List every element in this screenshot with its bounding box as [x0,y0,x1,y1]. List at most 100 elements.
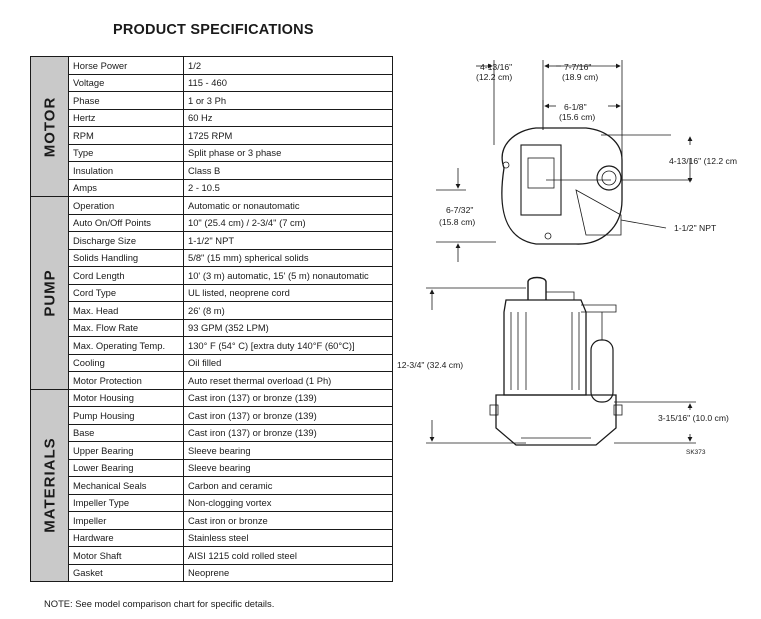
pump-dimension-drawing: 4-13/16" (12.2 cm) 7-7/16" (18.9 cm) 6-1… [397,60,737,456]
spec-label: Cord Type [68,283,184,302]
spec-value: Cast iron (137) or bronze (139) [183,423,393,442]
spec-value: Split phase or 3 phase [183,143,393,162]
spec-label: Type [68,143,184,162]
spec-label: Horse Power [68,56,184,75]
dim-top-right-cm-label: (18.9 cm) [562,72,598,82]
spec-label: Impeller [68,511,184,530]
spec-label: Amps [68,178,184,197]
dim-left-cm-label: (15.8 cm) [439,217,475,227]
spec-value: Cast iron (137) or bronze (139) [183,406,393,425]
spec-value: Sleeve bearing [183,441,393,460]
spec-value: 115 - 460 [183,73,393,92]
spec-value: Class B [183,161,393,180]
spec-label: Base [68,423,184,442]
section-name: MOTOR [41,96,58,157]
spec-label: Phase [68,91,184,110]
spec-value: 60 Hz [183,108,393,127]
dim-right-label: 4-13/16" (12.2 cm [669,156,737,166]
spec-label: RPM [68,126,184,145]
section-pump-header: PUMP [30,196,69,390]
section-name: PUMP [41,269,58,317]
spec-value: 1725 RPM [183,126,393,145]
page-title: PRODUCT SPECIFICATIONS [113,22,314,38]
spec-label: Motor Housing [68,388,184,407]
spec-value: 10' (3 m) automatic, 15' (5 m) nonautoma… [183,266,393,285]
spec-value: 2 - 10.5 [183,178,393,197]
footnote: NOTE: See model comparison chart for spe… [44,598,275,609]
base-height-label: 3-15/16" (10.0 cm) [658,413,729,423]
dim-mid-label: 6-1/8" [564,102,587,112]
spec-label: Cord Length [68,266,184,285]
spec-value: 26' (8 m) [183,301,393,320]
spec-label: Cooling [68,353,184,372]
spec-value: Non-clogging vortex [183,493,393,512]
spec-label: Solids Handling [68,248,184,267]
spec-value: Cast iron (137) or bronze (139) [183,388,393,407]
section-name: MATERIALS [41,437,58,533]
spec-label: Motor Protection [68,371,184,390]
section-motor-header: MOTOR [30,56,69,197]
spec-label: Insulation [68,161,184,180]
spec-label: Auto On/Off Points [68,213,184,232]
dim-top-right-label: 7-7/16" [564,62,591,72]
dim-top-left-cm-label: (12.2 cm) [476,72,512,82]
spec-label: Impeller Type [68,493,184,512]
spec-value: 10" (25.4 cm) / 2-3/4" (7 cm) [183,213,393,232]
spec-value: Auto reset thermal overload (1 Ph) [183,371,393,390]
spec-label: Pump Housing [68,406,184,425]
spec-value: UL listed, neoprene cord [183,283,393,302]
spec-value: 5/8" (15 mm) spherical solids [183,248,393,267]
spec-label: Hertz [68,108,184,127]
spec-value: Neoprene [183,563,393,582]
spec-label: Discharge Size [68,231,184,250]
spec-value: Carbon and ceramic [183,476,393,495]
spec-value: Oil filled [183,353,393,372]
spec-value: 1 or 3 Ph [183,91,393,110]
spec-value: Cast iron or bronze [183,511,393,530]
spec-label: Max. Operating Temp. [68,336,184,355]
dim-top-left-label: 4-13/16" [480,62,512,72]
dim-mid-cm-label: (15.6 cm) [559,112,595,122]
height-label: 12-3/4" (32.4 cm) [397,360,463,370]
spec-value: 1-1/2" NPT [183,231,393,250]
spec-label: Hardware [68,528,184,547]
spec-row: Max. Operating Temp.130° F (54° C) [extr… [31,336,393,355]
spec-value: 93 GPM (352 LPM) [183,318,393,337]
spec-value: 130° F (54° C) [extra duty 140°F (60°C)] [183,336,393,355]
section-materials-header: MATERIALS [30,388,69,582]
spec-label: Mechanical Seals [68,476,184,495]
spec-label: Lower Bearing [68,458,184,477]
spec-value: 1/2 [183,56,393,75]
spec-value: Sleeve bearing [183,458,393,477]
spec-value: AISI 1215 cold rolled steel [183,546,393,565]
